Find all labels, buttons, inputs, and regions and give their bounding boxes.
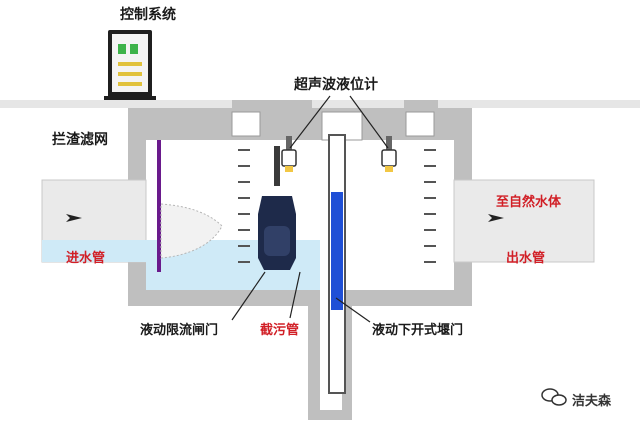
label-to-natural-water: 至自然水体 — [496, 196, 561, 209]
ground-strip — [0, 100, 640, 108]
roof-opening-right — [406, 112, 434, 136]
control-cabinet — [104, 30, 156, 100]
outlet-pipe — [454, 180, 594, 262]
label-outlet-pipe: 出水管 — [506, 252, 545, 265]
roof-opening-left — [232, 112, 260, 136]
label-trash-screen: 拦渣滤网 — [52, 133, 108, 147]
label-control-system: 控制系统 — [120, 8, 176, 22]
label-flow-limit-gate: 液动限流闸门 — [140, 324, 218, 337]
wechat-icon — [542, 389, 566, 405]
label-sewage-intercept-pipe: 截污管 — [260, 324, 299, 337]
gate-window — [264, 226, 290, 256]
brand-watermark: 洁夫森 — [572, 390, 611, 409]
label-inlet-pipe: 进水管 — [66, 252, 105, 265]
label-downward-weir-gate: 液动下开式堰门 — [372, 324, 463, 337]
trash-screen-bar — [157, 140, 161, 272]
weir-gate — [331, 192, 343, 310]
gate-stem — [274, 146, 280, 186]
label-ultrasonic-level-meter: 超声波液位计 — [294, 78, 378, 92]
